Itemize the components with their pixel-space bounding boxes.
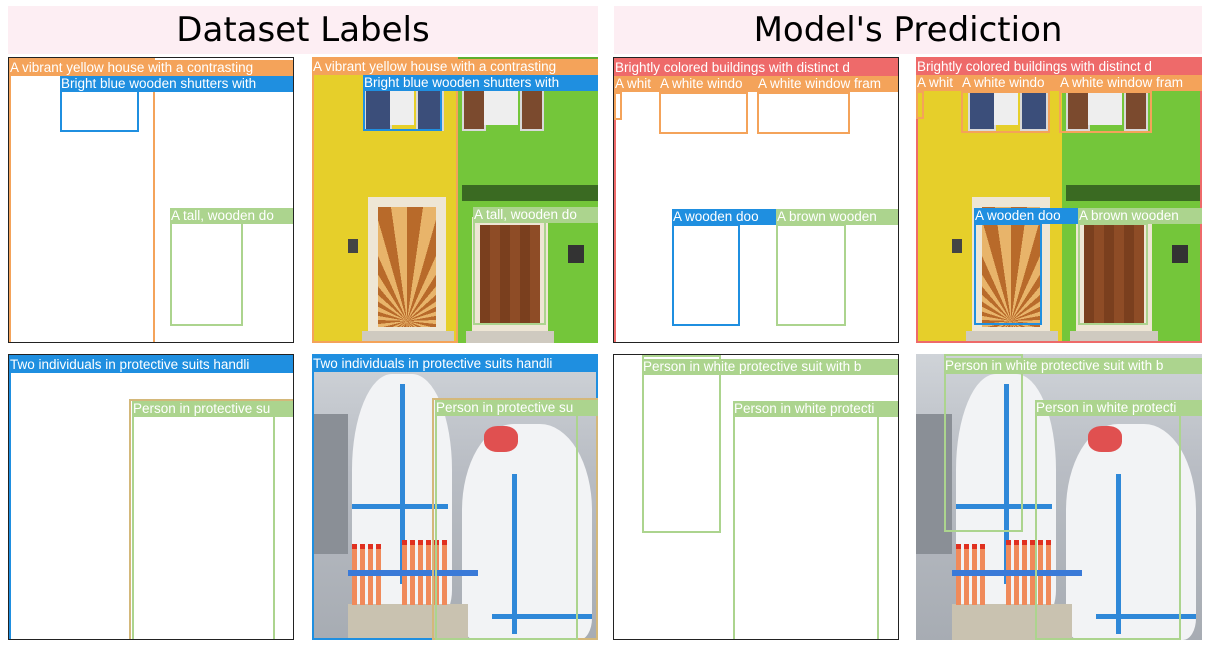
person-a-label: Person in white protective suit with b	[642, 359, 898, 375]
person-label: Person in protective su	[435, 400, 598, 416]
dataset-labels-header: Dataset Labels	[8, 6, 598, 54]
buildings-label: Brightly colored buildings with distinct…	[916, 59, 1202, 75]
house-label: A vibrant yellow house with a contrastin…	[312, 59, 598, 75]
window-b-label: A white windo	[659, 76, 758, 92]
window-b-label: A white windo	[961, 75, 1060, 91]
door-box	[473, 219, 546, 325]
window-b-box	[659, 92, 748, 134]
window-c-label: A white window fram	[1059, 75, 1202, 91]
person-b-label: Person in white protecti	[733, 401, 898, 417]
dataset-image-panel-row2: Two individuals in protective suits hand…	[312, 354, 598, 640]
group-box	[9, 355, 293, 639]
window-a-box	[916, 91, 924, 119]
shutters-label: Bright blue wooden shutters with	[363, 75, 598, 91]
window-b-box	[961, 91, 1050, 133]
house-box	[9, 58, 155, 342]
window-c-label: A white window fram	[757, 76, 898, 92]
window-a-label: A whit	[916, 75, 962, 91]
dataset-image-panel-row1: A vibrant yellow house with a contrastin…	[312, 57, 598, 343]
group-label: Two individuals in protective suits hand…	[9, 357, 293, 373]
buildings-box	[916, 57, 1202, 343]
person-b-box	[1035, 414, 1181, 640]
model-prediction-title: Model's Prediction	[753, 10, 1063, 50]
person-b-box	[733, 415, 879, 639]
buildings-box	[614, 58, 898, 342]
dataset-blank-panel-row2: Two individuals in protective suits hand…	[8, 354, 294, 640]
lab-scene-image	[312, 354, 598, 640]
house-scene-image	[916, 57, 1202, 343]
model-prediction-header: Model's Prediction	[614, 6, 1202, 54]
person-label: Person in protective su	[132, 401, 293, 417]
shutters-label: Bright blue wooden shutters with	[60, 76, 293, 92]
prediction-image-panel-row1: Brightly colored buildings with distinct…	[916, 57, 1202, 343]
window-c-box	[757, 92, 850, 134]
person-a-box	[944, 354, 1023, 532]
window-a-box	[614, 92, 622, 120]
prediction-blank-panel-row1: Brightly colored buildings with distinct…	[613, 57, 899, 343]
person-a-label: Person in white protective suit with b	[944, 358, 1202, 374]
door-b-box	[776, 224, 846, 326]
dataset-labels-title: Dataset Labels	[176, 10, 430, 50]
door-a-box	[672, 224, 740, 326]
person-box	[132, 415, 275, 639]
house-box	[312, 57, 458, 343]
door-b-box	[1078, 223, 1148, 325]
window-a-label: A whit	[614, 76, 660, 92]
window-c-box	[1059, 91, 1152, 133]
person-box	[435, 414, 578, 640]
person-a-box	[642, 355, 721, 533]
person-b-label: Person in white protecti	[1035, 400, 1202, 416]
door-b-label: A brown wooden	[776, 209, 898, 225]
person-box-outer	[129, 399, 293, 639]
door-box	[170, 220, 243, 326]
door-b-label: A brown wooden	[1078, 208, 1202, 224]
door-label: A tall, wooden do	[473, 207, 598, 223]
door-a-box	[974, 223, 1042, 325]
door-a-label: A wooden doo	[974, 208, 1078, 224]
door-a-label: A wooden doo	[672, 209, 776, 225]
group-label: Two individuals in protective suits hand…	[312, 356, 598, 372]
dataset-blank-panel-row1: A vibrant yellow house with a contrastin…	[8, 57, 294, 343]
prediction-blank-panel-row2: Person in white protective suit with b P…	[613, 354, 899, 640]
door-label: A tall, wooden do	[170, 208, 293, 224]
house-label: A vibrant yellow house with a contrastin…	[9, 60, 293, 76]
prediction-image-panel-row2: Person in white protective suit with b P…	[916, 354, 1202, 640]
buildings-label: Brightly colored buildings with distinct…	[614, 60, 898, 76]
